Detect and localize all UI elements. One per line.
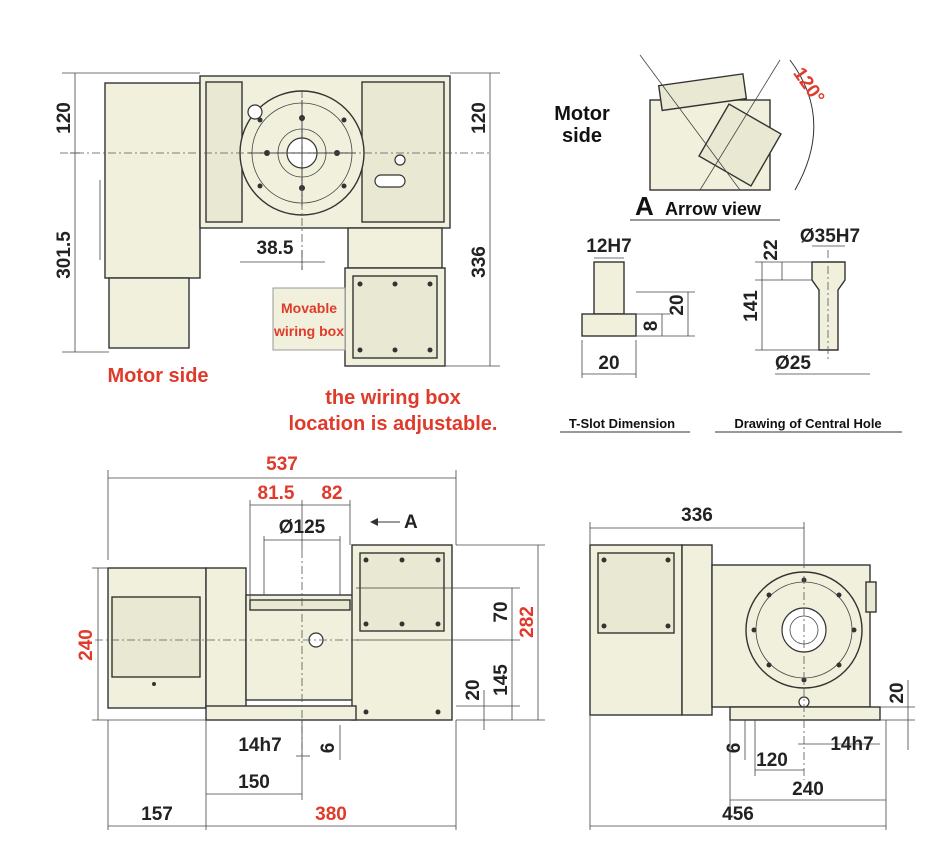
dim-35h7: Ø35H7 <box>800 226 860 247</box>
dim-20-side: 20 <box>887 682 908 703</box>
front-view-adapter <box>205 567 247 709</box>
dim-380: 380 <box>315 804 347 825</box>
movable-label-1: Movable <box>281 300 337 316</box>
dim-537: 537 <box>266 454 298 475</box>
dim-141: 141 <box>741 290 762 322</box>
arrow-view-letter: A <box>635 191 654 221</box>
front-view: 537 81.5 82 Ø125 A 240 70 145 20 <box>76 454 545 830</box>
dim-70: 70 <box>491 601 512 622</box>
wiring-note-1: the wiring box <box>325 387 461 409</box>
dim-25: Ø25 <box>775 353 811 374</box>
dim-120-right: 120 <box>469 102 490 134</box>
movable-label-2: wiring box <box>273 323 344 339</box>
dim-tslot-8: 8 <box>641 321 662 332</box>
movable-wiring-box <box>272 287 346 351</box>
arrow-view: 120° Motor side A Arrow view <box>554 54 829 221</box>
dim-81-5: 81.5 <box>258 483 295 504</box>
dim-240-left: 240 <box>76 629 97 661</box>
arrow-view-motor-1: Motor <box>554 103 610 125</box>
front-view-table <box>245 594 357 701</box>
central-hole-drawing: Ø35H7 22 141 Ø25 Drawing of Central Hole <box>715 226 902 433</box>
dim-336-side: 336 <box>681 505 713 526</box>
dim-14h7-front: 14h7 <box>238 735 281 756</box>
dim-240-side: 240 <box>792 779 824 800</box>
dim-tslot-20-bottom: 20 <box>598 353 619 374</box>
dim-145: 145 <box>491 664 512 696</box>
central-hole-profile <box>811 261 846 351</box>
dim-282: 282 <box>517 606 538 638</box>
side-view: 336 20 6 14h7 120 240 456 <box>589 505 915 830</box>
tslot-caption: T-Slot Dimension <box>569 416 675 431</box>
dim-20-front: 20 <box>463 679 484 700</box>
top-view-motor-end <box>108 277 190 349</box>
side-view-base <box>729 706 881 721</box>
tslot-drawing: 12H7 20 8 20 T-Slot Dimension <box>560 236 695 433</box>
central-hole-caption: Drawing of Central Hole <box>734 416 881 431</box>
dim-125: Ø125 <box>279 517 326 538</box>
dim-150: 150 <box>238 772 270 793</box>
arrow-view-motor-2: side <box>562 125 602 147</box>
dim-456: 456 <box>722 804 754 825</box>
dim-157: 157 <box>141 804 173 825</box>
dim-301-5: 301.5 <box>54 231 75 279</box>
motor-side-label: Motor side <box>107 365 208 387</box>
dim-12h7: 12H7 <box>586 236 631 257</box>
tslot-neck <box>593 261 625 315</box>
dim-tslot-20-side: 20 <box>667 294 688 315</box>
tslot-base <box>581 313 637 337</box>
dim-38-5: 38.5 <box>257 238 294 259</box>
dim-82: 82 <box>321 483 342 504</box>
front-view-arrow-a: A <box>404 512 418 533</box>
angle-120: 120° <box>789 64 829 108</box>
dim-120-left: 120 <box>54 102 75 134</box>
arrow-view-caption: Arrow view <box>665 199 762 219</box>
top-view-wiring-neck <box>347 227 443 269</box>
top-view-motor-body <box>104 82 201 279</box>
dim-6-side: 6 <box>724 743 745 754</box>
dim-120-side: 120 <box>756 750 788 771</box>
dim-22: 22 <box>761 239 782 260</box>
front-view-base <box>205 705 357 721</box>
top-view: Movable wiring box 120 301.5 120 336 38.… <box>54 72 500 435</box>
wiring-note-2: location is adjustable. <box>289 413 498 435</box>
dim-14h7-side: 14h7 <box>830 734 873 755</box>
dim-6-front: 6 <box>318 743 339 754</box>
dim-336-top: 336 <box>469 246 490 278</box>
